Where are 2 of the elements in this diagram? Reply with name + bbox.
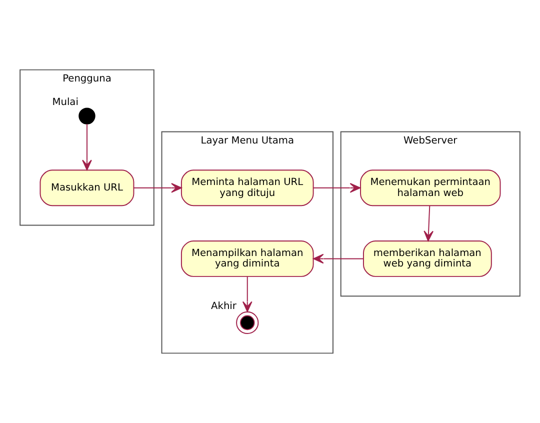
node-label: Mulai xyxy=(52,97,78,108)
node-label: Akhir xyxy=(211,300,236,312)
